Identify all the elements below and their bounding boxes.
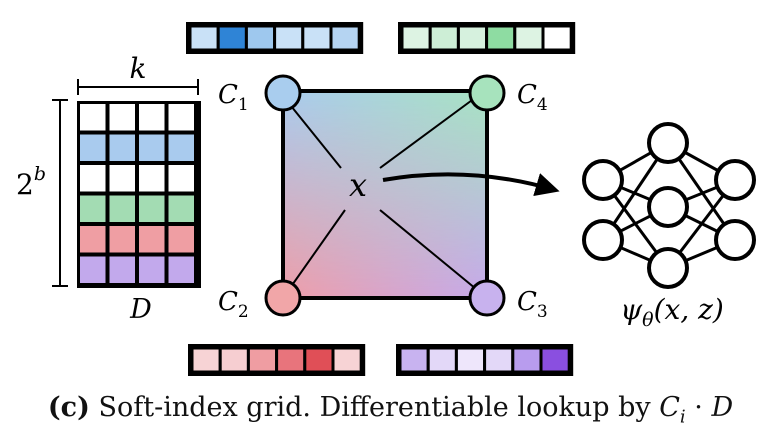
vector-cell <box>218 346 250 374</box>
vector-frame <box>186 22 364 54</box>
corner-label-c1: C1 <box>218 80 249 115</box>
table-cell <box>139 195 165 222</box>
corner-c4 <box>468 74 506 112</box>
table-cell <box>168 104 194 131</box>
vector-c1 <box>186 22 364 54</box>
query-point-x: x <box>349 166 367 204</box>
caption-var-sub: i <box>679 406 686 428</box>
table-cell <box>80 226 106 253</box>
caption-var: C <box>659 392 680 423</box>
vector-cell <box>301 24 333 52</box>
table-cell <box>139 134 165 161</box>
vector-cell <box>483 346 515 374</box>
vector-cell <box>539 346 571 374</box>
corner-c3 <box>468 279 506 317</box>
table-cell <box>80 134 106 161</box>
corner-label-c2: C2 <box>218 287 249 322</box>
vector-cell <box>511 346 543 374</box>
corner-label-c3: C3 <box>517 287 548 322</box>
network-node <box>582 219 624 261</box>
network-node <box>582 159 624 201</box>
network-node <box>714 219 756 261</box>
vector-cell <box>485 24 517 52</box>
table-cell <box>168 165 194 192</box>
table-cell <box>139 104 165 131</box>
network-node <box>647 122 689 164</box>
arrow-to-network <box>382 172 560 197</box>
network-node <box>647 247 689 289</box>
k-label: k <box>130 52 147 85</box>
vector-c3 <box>396 344 574 376</box>
vector-cell <box>426 346 458 374</box>
vector-cell <box>246 346 279 374</box>
vector-frame <box>396 344 574 376</box>
table-cell <box>139 256 165 283</box>
corner-label-c4: C4 <box>517 80 548 115</box>
table-cell <box>109 134 135 161</box>
vector-cell <box>541 24 573 52</box>
table-cell <box>109 104 135 131</box>
vector-cell <box>303 346 335 374</box>
vector-cell <box>400 24 432 52</box>
table-cell <box>80 104 106 131</box>
caption-tag: (c) <box>47 392 90 423</box>
table-cell <box>109 195 135 222</box>
link-x-c3 <box>379 209 488 299</box>
vector-cell <box>398 346 430 374</box>
vector-c4 <box>398 22 576 54</box>
corner-c2 <box>264 279 302 317</box>
network-label: ψθ(x, z) <box>620 293 724 331</box>
table-cell <box>168 226 194 253</box>
table-cell <box>168 256 194 283</box>
table-cell <box>109 165 135 192</box>
d-label: D <box>129 294 152 325</box>
caption-text: Soft-index grid. Differentiable lookup b… <box>89 392 660 423</box>
vector-cell <box>513 24 545 52</box>
network-node <box>647 186 689 228</box>
vector-cell <box>190 346 222 374</box>
vector-frame <box>188 344 366 376</box>
table-cell <box>109 256 135 283</box>
vector-cell <box>275 346 307 374</box>
table-cell <box>139 226 165 253</box>
vector-cell <box>456 24 489 52</box>
neural-network: ψθ(x, z) <box>582 122 756 331</box>
caption-op: · <box>685 392 712 423</box>
vector-c2 <box>188 344 366 376</box>
grid-border <box>281 89 489 300</box>
vector-cell <box>331 346 363 374</box>
vector-cell <box>454 346 487 374</box>
vector-cell <box>188 24 220 52</box>
table-cell <box>168 134 194 161</box>
vector-cell <box>273 24 305 52</box>
embedding-table: k 2b D <box>16 52 201 325</box>
corner-c1 <box>264 74 302 112</box>
vector-frame <box>398 22 576 54</box>
table-cells <box>77 101 201 288</box>
table-cell <box>139 165 165 192</box>
vector-cell <box>329 24 361 52</box>
table-cell <box>168 195 194 222</box>
grid-fill-top <box>283 91 487 298</box>
table-cell <box>80 195 106 222</box>
link-x-c4 <box>379 91 484 169</box>
vector-cell <box>428 24 460 52</box>
table-cell <box>80 165 106 192</box>
table-cell <box>80 256 106 283</box>
table-cell <box>109 226 135 253</box>
caption-var2: D <box>711 392 734 423</box>
grid-cell: x C1 C4 C2 C3 <box>218 74 548 322</box>
vector-cell <box>216 24 248 52</box>
network-nodes <box>582 122 756 289</box>
figure-caption: (c) Soft-index grid. Differentiable look… <box>0 392 781 427</box>
network-node <box>714 159 756 201</box>
vector-cell <box>244 24 277 52</box>
rows-label: 2b <box>16 163 46 201</box>
